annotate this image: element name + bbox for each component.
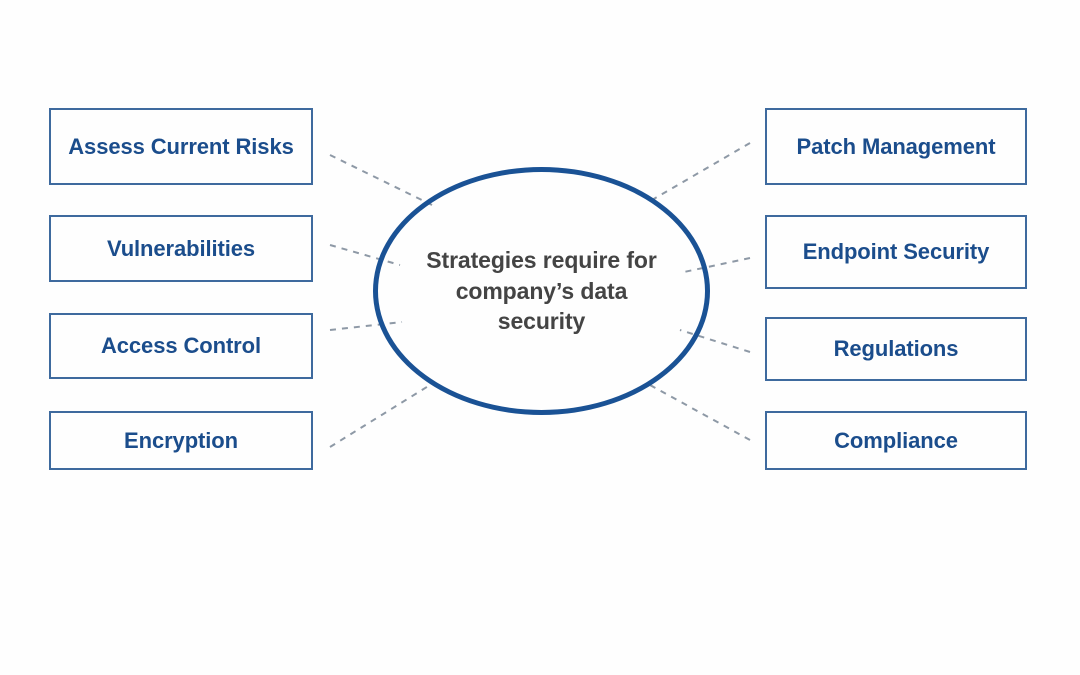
center-node: Strategies require for company’s data se… bbox=[373, 167, 710, 415]
node-label: Compliance bbox=[834, 427, 958, 453]
node-endpoint-security[interactable]: Endpoint Security bbox=[765, 215, 1027, 289]
connector-left-4 bbox=[329, 384, 431, 448]
node-label: Assess Current Risks bbox=[68, 133, 294, 159]
node-assess-current-risks[interactable]: Assess Current Risks bbox=[49, 108, 313, 185]
node-patch-management[interactable]: Patch Management bbox=[765, 108, 1027, 185]
node-label: Endpoint Security bbox=[802, 239, 990, 265]
connector-left-1 bbox=[329, 154, 433, 206]
node-vulnerabilities[interactable]: Vulnerabilities bbox=[49, 215, 313, 282]
node-compliance[interactable]: Compliance bbox=[765, 411, 1027, 470]
node-label: Patch Management bbox=[796, 133, 996, 159]
node-label: Regulations bbox=[833, 336, 959, 362]
node-encryption[interactable]: Encryption bbox=[49, 411, 313, 470]
node-label: Encryption bbox=[124, 427, 238, 453]
node-regulations[interactable]: Regulations bbox=[765, 317, 1027, 381]
center-node-label: Strategies require for company’s data se… bbox=[426, 247, 657, 335]
node-label: Vulnerabilities bbox=[106, 235, 256, 261]
connector-right-1 bbox=[651, 142, 751, 201]
node-label: Access Control bbox=[101, 333, 261, 359]
node-access-control[interactable]: Access Control bbox=[49, 313, 313, 379]
connector-right-4 bbox=[649, 384, 751, 441]
